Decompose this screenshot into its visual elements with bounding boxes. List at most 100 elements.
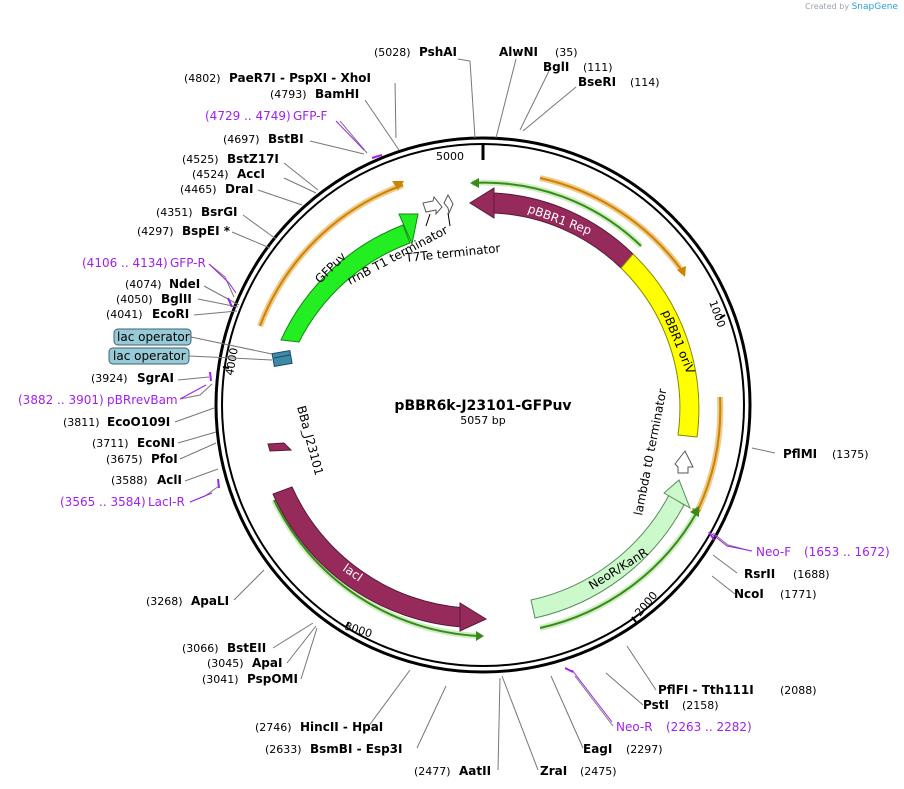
primer-name: Neo-R (616, 720, 653, 734)
plasmid-size: 5057 bp (460, 414, 505, 427)
feature-pbbr1-rep-arrowhead (469, 187, 495, 219)
site-name: BstZ17I (227, 152, 279, 166)
site-name: ApaI (252, 656, 282, 670)
lac-operator-leader (190, 336, 273, 355)
plasmid-name: pBBR6k-J23101-GFPuv (394, 398, 571, 414)
site-name: HincII - HpaI (300, 720, 383, 734)
orf-arc (259, 184, 404, 327)
tick-label: 1000 (706, 299, 728, 330)
terminator-leader (447, 212, 451, 227)
site-position: (4297) (137, 225, 174, 238)
site-position: (3675) (106, 453, 143, 466)
site-name: BsmBI - Esp3I (310, 742, 402, 756)
site-position: (4074) (125, 278, 162, 291)
primer-name: pBRrevBam (107, 393, 178, 407)
site-position: (4524) (192, 168, 229, 181)
site-name: BglI (543, 60, 569, 74)
credit-prefix: Created by (805, 2, 850, 11)
feature-lac-operator-divider (273, 354, 291, 359)
orf-arc (539, 177, 684, 273)
feature-t7te-terminator (443, 193, 454, 215)
site-name: PstI (643, 698, 669, 712)
site-name: NcoI (734, 587, 764, 601)
site-name: PshAI (419, 45, 457, 59)
feature-neor-kanr-arrowhead (663, 479, 691, 510)
orf-arc (471, 181, 642, 247)
lac-operator-label-2: lac operator (113, 349, 186, 363)
site-position: (2297) (626, 743, 663, 756)
site-position: (35) (555, 46, 578, 59)
site-position: (4351) (156, 206, 193, 219)
site-name: EcoO109I (107, 415, 170, 429)
site-position: (2158) (682, 699, 719, 712)
site-position: (4793) (270, 88, 307, 101)
orf-arrowhead (476, 631, 484, 641)
site-position: (3268) (146, 595, 183, 608)
orf-arc (696, 396, 722, 513)
feature-label-bba-j23101: BBa_J23101 (294, 404, 326, 477)
lac-operator-label-1: lac operator (117, 330, 190, 344)
site-position: (4802) (184, 72, 221, 85)
orf-arrowhead (677, 266, 686, 277)
site-position: (114) (630, 76, 660, 89)
site-name: NdeI (169, 277, 200, 291)
site-position: (2746) (255, 721, 292, 734)
primer-position: (2263 .. 2282) (666, 720, 752, 734)
feature-gfpuv-arrowhead (398, 213, 419, 246)
tick-mark (345, 621, 350, 628)
tick-label: 3000 (343, 619, 374, 640)
tick-mark (631, 616, 637, 623)
feature-laci-arrowhead (459, 602, 488, 632)
site-name: SgrAI (137, 371, 174, 385)
site-name: BsrGI (201, 205, 238, 219)
site-name: PspOMI (247, 672, 298, 686)
site-position: (2088) (780, 684, 817, 697)
feature-rrnb-t1-terminator (422, 195, 443, 216)
site-name: AclI (157, 473, 182, 487)
primer-position: (1653 .. 1672) (804, 545, 890, 559)
snapgene-logo: SnapGene (851, 2, 898, 12)
site-position: (1375) (832, 448, 869, 461)
site-position: (5028) (374, 46, 411, 59)
site-name: EcoRI (152, 307, 189, 321)
site-position: (3924) (91, 372, 128, 385)
orf-arrowhead (392, 181, 404, 190)
primer-position: (3565 .. 3584) (60, 495, 146, 509)
orf-arrowhead (690, 506, 699, 517)
orf-arc (273, 499, 481, 637)
site-name: ZraI (540, 764, 567, 778)
site-position: (4041) (106, 308, 143, 321)
site-position: (3588) (111, 474, 148, 487)
feature-lambda-t0-terminator (674, 450, 694, 474)
feature-lac-operator-mark (271, 349, 293, 368)
site-name: BseRI (578, 75, 616, 89)
site-position: (3811) (63, 416, 100, 429)
site-name: RsrII (744, 567, 775, 581)
site-position: (1688) (793, 568, 830, 581)
site-name: PflFI - Tth111I (658, 683, 754, 697)
feature-label-neor-kanr: NeoR/KanR (586, 545, 650, 592)
lac-operator-box-2 (108, 347, 190, 365)
feature-label-lambda-t0: lambda t0 terminator (631, 387, 669, 516)
site-name: AlwNI (499, 45, 538, 59)
site-labels: (5028) PshAI AlwNI (35) BglI (111) BseRI… (18, 45, 890, 778)
feature-bba-j23101 (267, 442, 293, 452)
site-name: BstBI (268, 132, 304, 146)
site-leaders (174, 58, 776, 771)
primer-name: GFP-F (293, 109, 328, 123)
lac-operator-box-1 (113, 328, 192, 346)
site-name: ApaLI (191, 594, 229, 608)
site-name: PfoI (151, 452, 178, 466)
site-position: (1771) (780, 588, 817, 601)
tick-label: 4000 (223, 347, 241, 377)
terminator-leader (425, 213, 431, 227)
site-name: DraI (225, 182, 253, 196)
site-name: EcoNI (137, 436, 175, 450)
site-position: (4525) (182, 153, 219, 166)
site-name: EagI (583, 742, 612, 756)
site-position: (4697) (223, 133, 260, 146)
primer-position: (4106 .. 4134) (82, 256, 168, 270)
site-name: AatII (459, 764, 491, 778)
lac-operator-leader (188, 355, 273, 361)
